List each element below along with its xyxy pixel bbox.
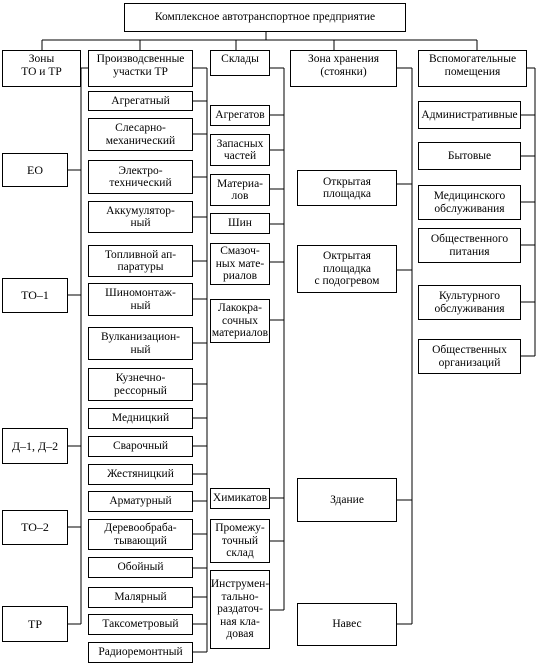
zone-box: ТО–1 [2, 278, 68, 313]
workshop-box: Агрегатный [88, 91, 193, 111]
auxiliary-box: Медицинского обслуживания [418, 185, 521, 220]
storage-box: Октрытая площадка с подогревом [297, 245, 397, 293]
header-auxiliary: Вспомогательные помещения [418, 50, 527, 87]
header-workshops: Производсвенные участки ТР [88, 50, 193, 87]
workshop-box: Электро- технический [88, 160, 193, 194]
workshop-box: Жестяницкий [88, 464, 193, 485]
zone-box: ЕО [2, 153, 68, 187]
workshop-box: Арматурный [88, 491, 193, 512]
workshop-box: Деревообраба- тывающий [88, 519, 193, 550]
storage-box: Здание [297, 478, 397, 522]
workshop-box: Медницкий [88, 408, 193, 429]
header-storage: Зона хранения (стоянки) [290, 50, 397, 87]
header-zones: Зоны ТО и ТР [2, 50, 81, 87]
workshop-box: Аккумулятор- ный [88, 201, 193, 233]
auxiliary-box: Общественных организаций [418, 339, 521, 374]
zone-box: ТО–2 [2, 510, 68, 545]
zone-box: ТР [2, 606, 68, 642]
storage-box: Навес [297, 603, 397, 646]
workshop-box: Радиоремонтный [88, 642, 193, 663]
auxiliary-box: Бытовые [418, 142, 521, 170]
workshop-box: Обойный [88, 557, 193, 578]
workshop-box: Топливной ап- паратуры [88, 245, 193, 277]
store-box: Инструмен- тально- раздаточ- ная кла- до… [210, 570, 270, 649]
store-box: Химикатов [210, 488, 270, 509]
header-stores: Склады [210, 50, 270, 76]
workshop-box: Таксометровый [88, 614, 193, 635]
auxiliary-box: Культурного обслуживания [418, 285, 521, 320]
title-box: Комплексное автотранспортное предприятие [124, 3, 406, 32]
storage-box: Открытая площадка [297, 170, 397, 206]
store-box: Агрегатов [210, 105, 270, 126]
workshop-box: Вулканизацион- ный [88, 327, 193, 360]
workshop-box: Малярный [88, 587, 193, 608]
workshop-box: Сварочный [88, 436, 193, 457]
workshop-box: Слесарно- механический [88, 118, 193, 151]
store-box: Лакокра- сочных материалов [210, 299, 270, 343]
store-box: Смазоч- ных мате- риалов [210, 243, 270, 285]
store-box: Промежу- точный склад [210, 519, 270, 563]
store-box: Шин [210, 213, 270, 234]
auxiliary-box: Административные [418, 101, 521, 129]
store-box: Материа- лов [210, 174, 270, 206]
auxiliary-box: Общественного питания [418, 228, 521, 263]
zone-box: Д–1, Д–2 [2, 428, 68, 464]
store-box: Запасных частей [210, 134, 270, 166]
workshop-box: Шиномонтаж- ный [88, 283, 193, 316]
workshop-box: Кузнечно- рессорный [88, 368, 193, 401]
